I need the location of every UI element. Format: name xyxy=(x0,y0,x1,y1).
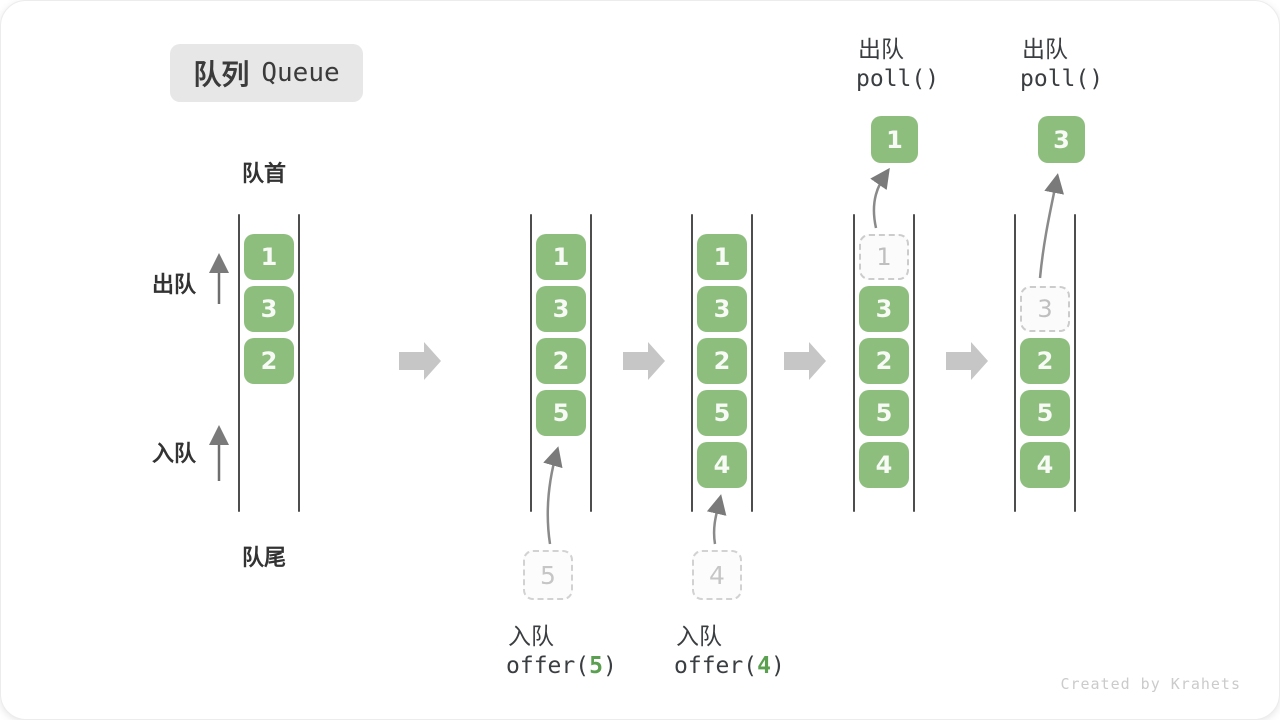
code-text: ) xyxy=(770,653,785,679)
queue3-cell: 4 xyxy=(697,442,747,488)
step-arrow-1 xyxy=(399,342,441,380)
queue4-wall-left xyxy=(853,214,855,512)
dequeue-op-label: 出队 xyxy=(858,36,904,62)
queue3-wall-left xyxy=(691,214,693,512)
enqueue-op-code: offer(5) xyxy=(506,653,617,679)
queue4-cell: 5 xyxy=(859,390,909,436)
queue3-pending-cell: 4 xyxy=(692,550,742,600)
queue1-wall-left xyxy=(238,214,240,512)
title-zh: 队列 xyxy=(193,59,250,90)
dequeue-op-label: 出队 xyxy=(1022,36,1068,62)
queue5-removed-cell: 3 xyxy=(1020,286,1070,332)
queue2-pending-cell: 5 xyxy=(523,550,573,600)
watermark-credit: Created by Krahets xyxy=(1060,675,1241,693)
queue4-removed-cell: 1 xyxy=(859,234,909,280)
queue2-cell: 2 xyxy=(536,338,586,384)
queue3-cell: 3 xyxy=(697,286,747,332)
enqueue-op-label: 入队 xyxy=(508,623,554,649)
dequeue-side-label: 出队 xyxy=(152,272,197,297)
step-arrow-2 xyxy=(623,342,665,380)
dequeue-arrow-poll1 xyxy=(870,167,890,229)
code-arg: 4 xyxy=(757,653,771,679)
queue1-cell: 1 xyxy=(244,234,294,280)
queue2-cell: 3 xyxy=(536,286,586,332)
step-arrow-3 xyxy=(784,342,826,380)
queue3-cell: 1 xyxy=(697,234,747,280)
queue2-cell: 5 xyxy=(536,390,586,436)
queue1-wall-right xyxy=(298,214,300,512)
code-arg: 5 xyxy=(589,653,603,679)
enqueue-side-label: 入队 xyxy=(152,441,197,466)
queue5-polled-cell: 3 xyxy=(1038,116,1085,163)
queue3-cell: 2 xyxy=(697,338,747,384)
queue1-cell: 2 xyxy=(244,338,294,384)
queue4-wall-right xyxy=(913,214,915,512)
step-arrow-4 xyxy=(946,342,988,380)
enqueue-arrow-offer4 xyxy=(706,494,727,545)
queue5-wall-right xyxy=(1074,214,1076,512)
queue4-polled-cell: 1 xyxy=(871,116,918,163)
front-label: 队首 xyxy=(242,161,287,186)
enqueue-op-label: 入队 xyxy=(676,623,722,649)
queue2-wall-left xyxy=(530,214,532,512)
code-text: ) xyxy=(602,653,617,679)
rear-label: 队尾 xyxy=(242,545,287,570)
queue2-wall-right xyxy=(590,214,592,512)
queue1-cell: 3 xyxy=(244,286,294,332)
queue4-cell: 4 xyxy=(859,442,909,488)
dequeue-op-code: poll() xyxy=(1020,66,1104,92)
queue5-cell: 5 xyxy=(1020,390,1070,436)
queue4-cell: 2 xyxy=(859,338,909,384)
title-badge: 队列 Queue xyxy=(170,44,363,102)
enqueue-arrow-offer5 xyxy=(543,446,563,545)
queue5-wall-left xyxy=(1014,214,1016,512)
queue3-wall-right xyxy=(751,214,753,512)
code-text: offer( xyxy=(674,653,758,679)
dequeue-op-code: poll() xyxy=(856,66,940,92)
queue2-cell: 1 xyxy=(536,234,586,280)
queue5-cell: 4 xyxy=(1020,442,1070,488)
code-text: offer( xyxy=(506,653,590,679)
dequeue-arrow-poll3 xyxy=(1038,173,1064,279)
queue3-cell: 5 xyxy=(697,390,747,436)
queue5-cell: 2 xyxy=(1020,338,1070,384)
title-en: Queue xyxy=(261,58,340,88)
queue4-cell: 3 xyxy=(859,286,909,332)
enqueue-op-code: offer(4) xyxy=(674,653,785,679)
